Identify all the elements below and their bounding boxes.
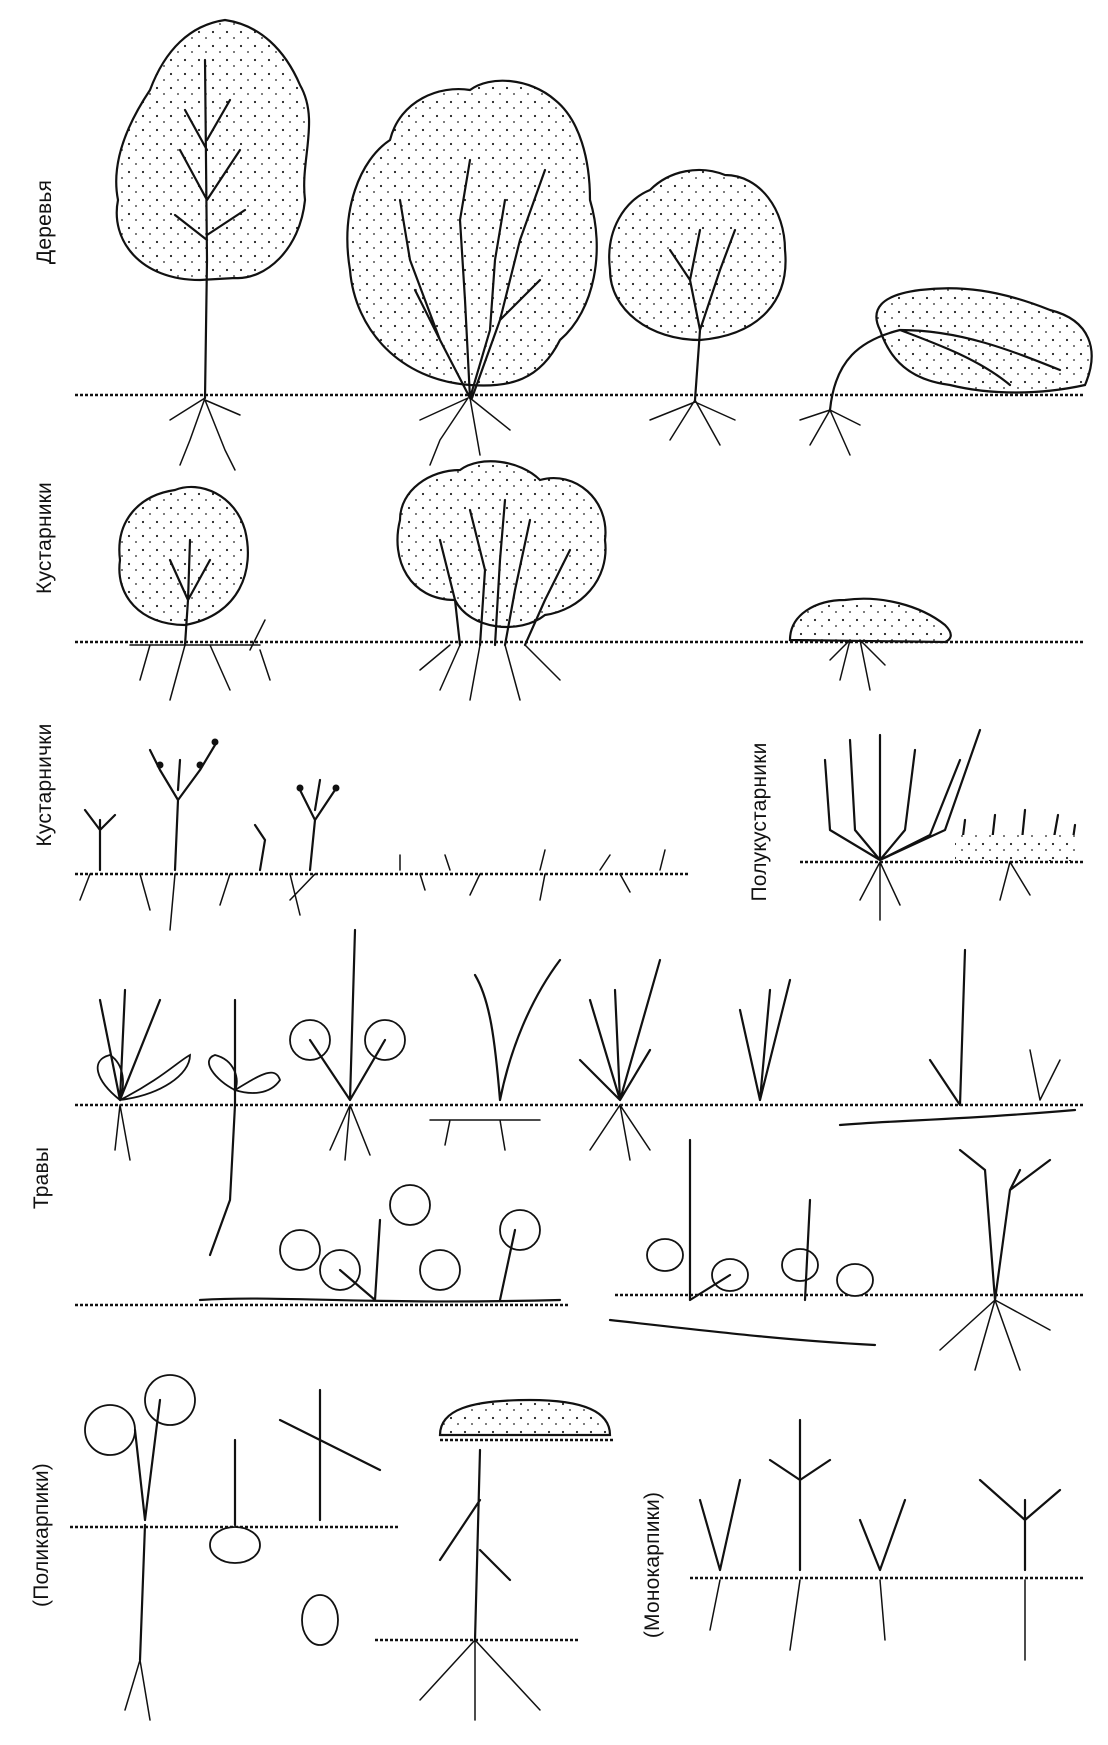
herb-runners — [610, 1140, 875, 1345]
polycarpics-group — [70, 1375, 615, 1720]
herb-rosette — [98, 990, 190, 1160]
trees-row — [75, 20, 1092, 470]
monocarpics-group — [690, 1420, 1085, 1660]
label-polycarpics: (Поликарпики) — [30, 1463, 54, 1607]
herb-stolon — [200, 1185, 560, 1301]
shrub-small — [119, 487, 270, 700]
herb-fibrous — [290, 930, 405, 1160]
herb-rhizome — [430, 960, 560, 1150]
herb-tall-branched — [940, 1150, 1050, 1370]
label-shrubs: Кустарники — [33, 482, 57, 594]
herb-taproot — [209, 1000, 280, 1255]
herb-tussock — [580, 960, 660, 1160]
shrubs-row — [75, 461, 1085, 700]
dwarf-shrubs-row — [75, 739, 690, 930]
tree-single-trunk — [116, 20, 309, 470]
shrub-large — [397, 461, 605, 700]
tree-small — [609, 170, 785, 445]
shrub-cushion — [790, 599, 951, 690]
herb-creeping — [740, 950, 1075, 1125]
label-half-shrubs: Полукустарники — [748, 742, 772, 901]
herbs-row-1 — [75, 930, 1085, 1255]
label-trees: Деревья — [33, 180, 57, 264]
label-dwarf-shrubs: Кустарнички — [33, 723, 57, 846]
herbs-row-2 — [75, 1140, 1085, 1370]
label-monocarpics: (Монокарпики) — [641, 1492, 665, 1638]
tree-multi-trunk — [347, 81, 596, 465]
tree-prostrate — [800, 288, 1092, 455]
half-shrubs-group — [800, 730, 1085, 920]
label-herbs: Травы — [30, 1147, 54, 1209]
